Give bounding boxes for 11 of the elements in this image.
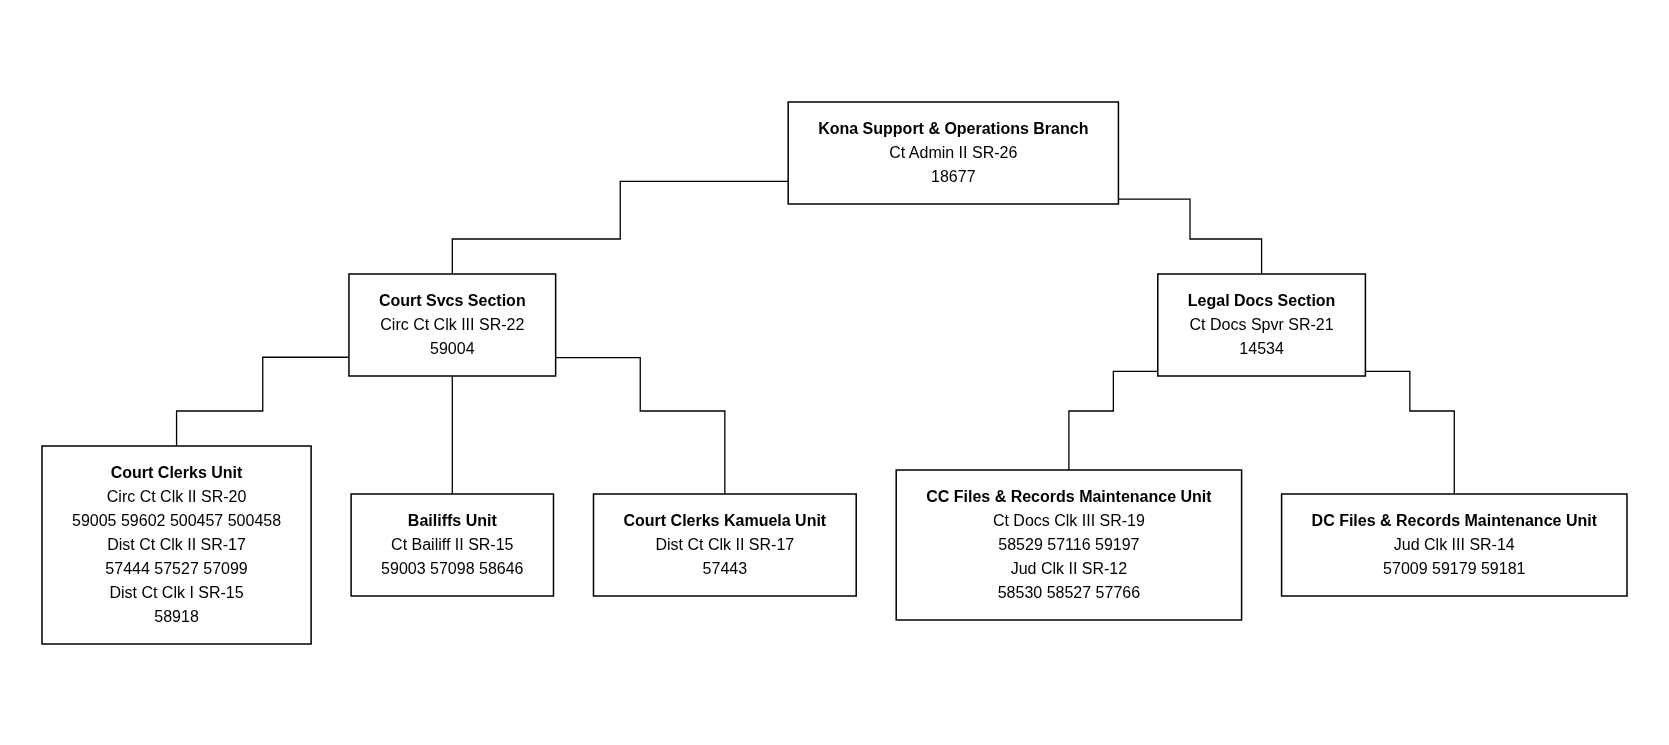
connector [555, 356, 726, 495]
node-box: Bailiffs Unit Ct Bailiff II SR-15 59003 57098 58646 [350, 492, 555, 597]
node-box: CC Files & Records Maintenance Unit Ct Docs Clk III SR-19 58529 57116 59197 Jud Clk II SR-12 58530 58527 57766 [895, 468, 1243, 621]
node-box: Kona Support & Operations Branch Ct Admin II SR-26 18677 [787, 100, 1120, 205]
connector [451, 374, 453, 495]
connector [451, 180, 789, 275]
node-box: Court Clerks Kamuela Unit Dist Ct Clk II SR-17 57443 [592, 492, 857, 597]
node-box: Court Clerks Unit Circ Ct Clk II SR-20 59005 59602 500457 500458 Dist Ct Clk II SR-17 57444 57527 57099 Dist Ct Clk I SR-15 58918 [41, 444, 312, 645]
node-box: Legal Docs Section Ct Docs Spvr SR-21 14534 [1157, 272, 1367, 377]
node-box: Court Svcs Section Circ Ct Clk III SR-22 59004 [348, 272, 557, 377]
node-box: DC Files & Records Maintenance Unit Jud Clk III SR-14 57009 59179 59181 [1280, 492, 1628, 597]
